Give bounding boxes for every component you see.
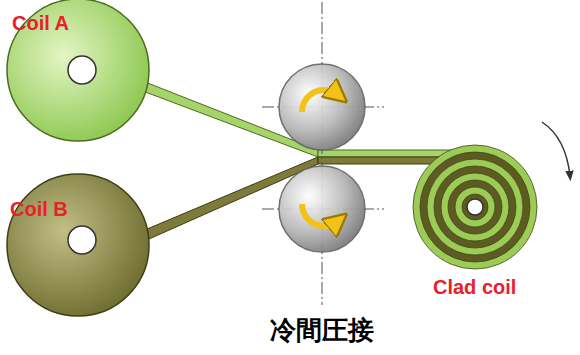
coil-label: Coil A [12, 12, 69, 35]
coil-winding [434, 166, 516, 248]
rotation-arrow [302, 90, 338, 112]
coil-winding [441, 173, 509, 241]
coil-winding [455, 187, 495, 227]
coil-label: Coil B [10, 198, 68, 221]
coil-winding [448, 180, 502, 234]
coil-winding [413, 145, 537, 269]
coil-label: Clad coil [433, 276, 516, 299]
winding-arrow [542, 122, 570, 176]
figure-caption: 冷間圧接 [270, 313, 374, 348]
coil-winding [462, 194, 488, 220]
coil-bore [467, 199, 483, 215]
coil-bore [68, 226, 96, 254]
upper-roll [279, 64, 365, 150]
coil-winding [427, 159, 523, 255]
coil: Coil A [6, 0, 150, 142]
coil: Coil B [6, 173, 150, 317]
coil-body [7, 174, 149, 316]
clad-coil: Clad coil [405, 142, 545, 302]
rotation-arrow [302, 204, 338, 226]
coil-bore [68, 56, 96, 84]
coil-body [7, 0, 149, 141]
lower-roll [279, 166, 365, 252]
coil-winding [420, 152, 530, 262]
coil-shape [6, 173, 150, 317]
center-line [322, 2, 323, 305]
